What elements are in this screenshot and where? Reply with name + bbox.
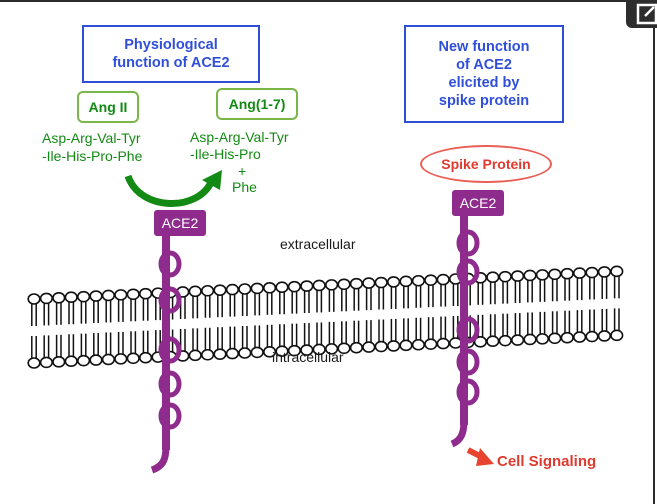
ang-1-7-sequence-line2: -Ile-His-Pro	[190, 146, 261, 162]
new-function-title-line4: spike protein	[438, 93, 530, 109]
ang-ii-label: Ang II	[77, 91, 139, 123]
spike-protein-label: Spike Protein	[420, 145, 552, 183]
ang-ii-sequence-line1: Asp-Arg-Val-Tyr	[42, 130, 141, 146]
ace2-label-left: ACE2	[154, 210, 206, 236]
spike-protein-text: Spike Protein	[441, 156, 531, 172]
ang-1-7-text: Ang(1-7)	[228, 96, 286, 112]
signaling-arrow-head	[476, 448, 494, 466]
new-function-box: New function of ACE2 elicited by spike p…	[404, 25, 564, 123]
ace2-label-left-text: ACE2	[161, 215, 199, 231]
plus-sign: +	[238, 163, 247, 179]
intracellular-label: intracellular	[272, 349, 344, 365]
ace2-label-right-text: ACE2	[459, 195, 497, 211]
ace2-receptor-left	[150, 230, 182, 474]
physiological-title-line1: Physiological	[124, 37, 218, 53]
ang-1-7-label: Ang(1-7)	[216, 88, 298, 120]
ace2-receptor-right	[450, 210, 480, 448]
reaction-arrow	[124, 174, 216, 207]
physiological-title-line2: function of ACE2	[112, 55, 230, 71]
expand-icon	[636, 3, 657, 25]
frame-top-border	[0, 0, 626, 2]
ang-ii-sequence-line2: -Ile-His-Pro-Phe	[42, 148, 143, 164]
reaction-arrow-head	[202, 170, 222, 190]
expand-button[interactable]	[626, 0, 657, 28]
cell-signaling-label: Cell Signaling	[497, 453, 597, 470]
new-function-title-line1: New function	[438, 39, 530, 55]
lipid-bilayer	[27, 265, 624, 369]
ace2-label-right: ACE2	[452, 190, 504, 216]
new-function-title-line3: elicited by	[448, 75, 520, 91]
ang-1-7-sequence-line1: Asp-Arg-Val-Tyr	[190, 129, 289, 145]
physiological-function-box: Physiological function of ACE2	[82, 25, 260, 83]
extracellular-label: extracellular	[280, 236, 356, 252]
ang-ii-text: Ang II	[88, 99, 128, 115]
frame-right-border	[653, 24, 655, 504]
new-function-title-line2: of ACE2	[456, 57, 512, 73]
phe-label: Phe	[232, 179, 257, 195]
